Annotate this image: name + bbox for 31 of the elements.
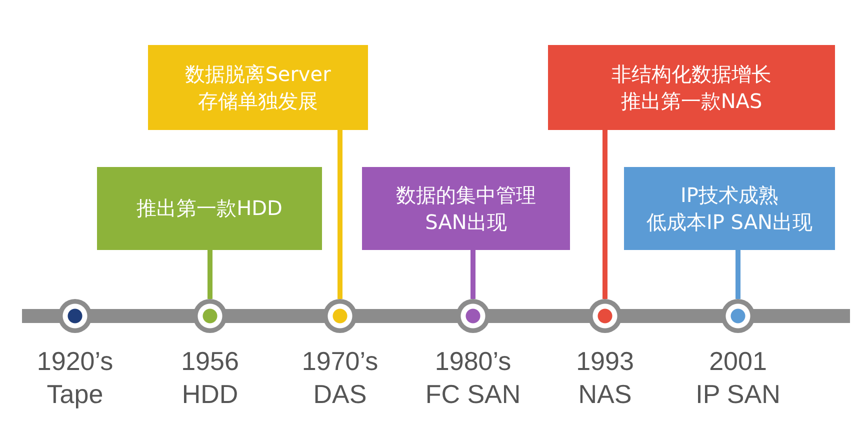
technology-label: NAS xyxy=(577,379,633,410)
connector-line xyxy=(470,250,476,299)
technology-label: FC SAN xyxy=(424,379,522,410)
callout-text: 低成本IP SAN出现 xyxy=(646,208,813,236)
callout-text: IP技术成熟 xyxy=(680,182,778,208)
technology-label: DAS xyxy=(312,379,368,410)
technology-label: HDD xyxy=(180,379,240,410)
year-label: 1993 xyxy=(575,346,635,378)
year-label: 1970’s xyxy=(300,346,380,378)
callout-box xyxy=(624,167,835,250)
callout-text: 数据脱离Server xyxy=(185,60,331,88)
year-label: 2001 xyxy=(708,346,768,378)
callout-text: 数据的集中管理 xyxy=(396,182,536,208)
callout-box xyxy=(97,167,322,250)
callout-text: SAN出现 xyxy=(425,208,507,236)
callout-box xyxy=(148,45,368,130)
callout-text: 存储单独发展 xyxy=(198,88,318,114)
connector-line xyxy=(208,250,212,299)
connector-line xyxy=(602,130,608,299)
callout-box xyxy=(362,167,570,250)
callout-text: 推出第一款HDD xyxy=(136,195,282,222)
callout-text: 非结构化数据增长 xyxy=(612,60,772,88)
connector-line xyxy=(736,250,740,299)
callout-text: 推出第一款NAS xyxy=(620,88,762,114)
technology-label: IP SAN xyxy=(694,379,782,410)
technology-label: Tape xyxy=(46,379,104,410)
year-label: 1920’s xyxy=(36,346,114,378)
callout-box xyxy=(548,45,835,130)
year-label: 1980’s xyxy=(434,346,512,378)
year-label: 1956 xyxy=(180,346,240,378)
connector-line xyxy=(338,130,342,299)
